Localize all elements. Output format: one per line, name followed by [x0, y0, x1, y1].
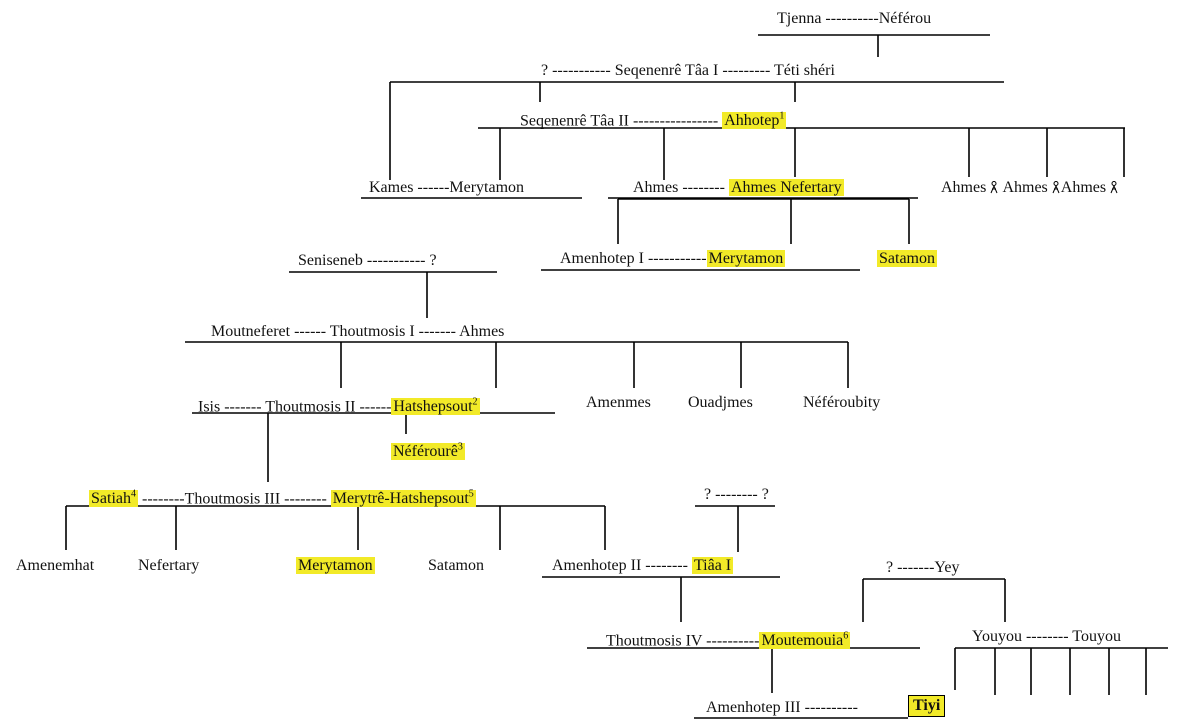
ouadjmes: Ouadjmes	[688, 394, 753, 411]
seqenenre-taa-i-couple: ? ----------- Seqenenrê Tâa I --------- …	[541, 62, 835, 79]
merytre-hatshepsout: Merytrê-Hatshepsout5	[330, 489, 476, 508]
person-glyph-icon	[1110, 181, 1118, 194]
thoutmosis-ii-couples: Isis ------- Thoutmosis II ------Hatshep…	[198, 393, 480, 417]
ahmes-sibling-3: Ahmes	[1060, 179, 1107, 196]
amenhotep-ii-couple: Amenhotep II -------- Tiâa I	[552, 556, 734, 576]
neferoure: Néférourê3	[391, 442, 465, 461]
thoutmosis-iii: --------Thoutmosis III --------	[138, 490, 331, 508]
seqenenre-taa-ii-couple: Seqenenrê Tâa II ---------------- Ahhote…	[520, 107, 787, 131]
unknown-parents: ? -------- ?	[704, 486, 769, 503]
merytamon-princess: Merytamon	[296, 557, 375, 574]
thoutmosis-iv: Thoutmosis IV ----------	[606, 632, 760, 650]
neferoubity: Néféroubity	[803, 394, 881, 411]
tjenna-nefrou: Tjenna ----------Néférou	[777, 10, 932, 27]
satamon: Satamon	[877, 250, 937, 267]
person-glyph-icon	[990, 181, 998, 194]
seniseneb-couple: Seniseneb ----------- ?	[298, 252, 437, 269]
youyou-touyou: Youyou -------- Touyou	[972, 628, 1121, 645]
hatshepsout: Hatshepsout2	[391, 397, 480, 416]
amenemhat: Amenemhat	[16, 557, 95, 574]
person-glyph-icon	[1052, 181, 1060, 194]
unknown-yey: ? -------Yey	[886, 559, 960, 576]
ahmes-nefertary: Ahmes Nefertary	[728, 179, 844, 196]
footnote-4: 4	[131, 489, 136, 500]
thoutmosis-ii: Isis ------- Thoutmosis II ------	[198, 398, 392, 416]
ahmes-sibling-2: Ahmes	[1002, 179, 1048, 196]
satamon-princess: Satamon	[428, 557, 484, 574]
footnote-3: 3	[457, 442, 463, 453]
thoutmosis-i-couples: Moutneferet ------ Thoutmosis I ------- …	[211, 323, 505, 340]
ahmes-siblings: Ahmes Ahmes Ahmes	[941, 178, 1119, 198]
thoutmosis-iv-couple: Thoutmosis IV ----------Moutemouia6	[606, 627, 851, 651]
ahmes-couple: Ahmes -------- Ahmes Nefertary	[633, 178, 844, 198]
kames-merytamon: Kames ------Merytamon	[369, 179, 525, 196]
nefertary: Nefertary	[138, 557, 200, 574]
moutemouia: Moutemouia6	[759, 631, 851, 650]
footnote-2: 2	[472, 397, 478, 408]
merytamon-queen: Merytamon	[706, 250, 786, 267]
tiaa-i: Tiâa I	[691, 557, 734, 574]
amenmes: Amenmes	[586, 394, 651, 411]
amenhotep-i: Amenhotep I -----------	[560, 250, 707, 267]
satiah: Satiah4	[89, 489, 138, 508]
footnote-5: 5	[468, 489, 474, 500]
thoutmosis-iii-couples: Satiah4 --------Thoutmosis III -------- …	[89, 485, 476, 509]
amenhotep-iii: Amenhotep III ----------	[706, 699, 858, 716]
ahhotep: Ahhotep1	[722, 111, 787, 130]
ahmes-sibling-1: Ahmes	[941, 179, 987, 196]
amenhotep-i-couple: Amenhotep I -----------Merytamon	[560, 249, 786, 269]
tiyi: Tiyi	[908, 695, 946, 717]
footnote-6: 6	[843, 631, 849, 642]
amenhotep-ii: Amenhotep II --------	[552, 557, 692, 574]
ahmes: Ahmes --------	[633, 179, 729, 196]
seqenenre-taa-ii: Seqenenrê Tâa II ----------------	[520, 112, 723, 130]
footnote-1: 1	[779, 111, 785, 122]
